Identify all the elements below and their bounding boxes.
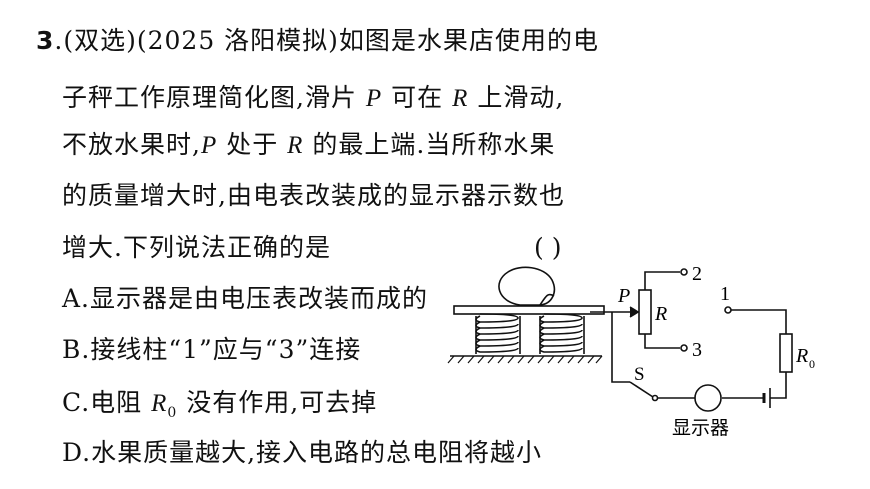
scale-circuit-diagram: P R 2 3 1 R 0 S 显示器 xyxy=(447,263,815,439)
label-terminal-1: 1 xyxy=(720,283,730,305)
label-r0: R xyxy=(795,345,808,367)
fruit-stem-icon xyxy=(539,293,555,306)
display-meter xyxy=(694,384,722,412)
spring-right-icon xyxy=(539,313,585,354)
wire-r0-to-battery xyxy=(770,372,787,399)
option-b: B.接线柱“1”应与“3”连接 xyxy=(62,335,362,364)
spring-left-icon xyxy=(475,313,521,354)
label-terminal-2: 2 xyxy=(692,263,702,285)
resistor-r0 xyxy=(779,333,793,373)
label-switch-s: S xyxy=(634,364,645,385)
label-r: R xyxy=(654,303,667,325)
variable-r0: R xyxy=(151,390,168,417)
wire-to-terminal-3 xyxy=(644,334,680,349)
label-r0-subscript: 0 xyxy=(809,357,815,371)
option-c-text: 没有作用,可去掉 xyxy=(177,388,378,417)
switch-s xyxy=(629,381,654,398)
ground-hatching xyxy=(447,355,603,364)
option-c: C.电阻 R0 没有作用,可去掉 xyxy=(62,387,377,429)
question-text: 的质量增大时,由电表改装成的显示器示数也 xyxy=(62,181,565,210)
question-text: 处于 xyxy=(226,130,279,159)
terminal-2 xyxy=(680,268,688,276)
rheostat-r xyxy=(638,289,652,335)
question-text: 增大.下列说法正确的是 xyxy=(62,233,331,262)
question-line-3: 不放水果时,P 处于 R 的最上端.当所称水果 xyxy=(62,129,555,162)
question-text: 不放水果时, xyxy=(62,130,201,159)
terminal-1 xyxy=(724,306,732,314)
option-a: A.显示器是由电压表改装而成的 xyxy=(62,284,429,313)
answer-bracket: ( ) xyxy=(534,233,562,262)
question-text: 可在 xyxy=(391,83,444,112)
option-d: D.水果质量越大,接入电路的总电阻将越小 xyxy=(62,438,543,467)
question-header-text: .(双选)(2025 洛阳模拟)如图是水果店使用的电 xyxy=(54,26,599,55)
question-line-4: 的质量增大时,由电表改装成的显示器示数也 xyxy=(62,180,565,212)
variable-r: R xyxy=(452,85,469,112)
question-text: 上滑动, xyxy=(477,83,565,112)
question-text: 子秤工作原理简化图,滑片 xyxy=(62,83,357,112)
scale-platform xyxy=(453,305,605,315)
label-display: 显示器 xyxy=(672,418,729,439)
wire-slider-to-switch xyxy=(611,312,630,383)
terminal-3 xyxy=(680,344,688,352)
label-terminal-3: 3 xyxy=(692,339,702,361)
wire-to-terminal-2 xyxy=(644,271,680,290)
question-number: 3 xyxy=(36,26,55,55)
slider-arrow-icon xyxy=(629,306,640,318)
fruit-icon xyxy=(498,266,556,306)
variable-p: P xyxy=(365,85,383,112)
question-text: 的最上端.当所称水果 xyxy=(312,130,556,159)
question-header: 3.(双选)(2025 洛阳模拟)如图是水果店使用的电 xyxy=(36,25,599,57)
question-line-2: 子秤工作原理简化图,滑片 P 可在 R 上滑动, xyxy=(62,82,564,115)
option-c-text: C.电阻 xyxy=(62,388,143,417)
variable-p: P xyxy=(200,132,218,159)
switch-contact xyxy=(651,394,659,402)
variable-r0-subscript: 0 xyxy=(167,405,178,421)
variable-r: R xyxy=(287,132,304,159)
label-p: P xyxy=(617,285,630,307)
wire-terminal-1-to-r0 xyxy=(731,309,787,334)
question-line-5: 增大.下列说法正确的是 xyxy=(62,232,331,264)
